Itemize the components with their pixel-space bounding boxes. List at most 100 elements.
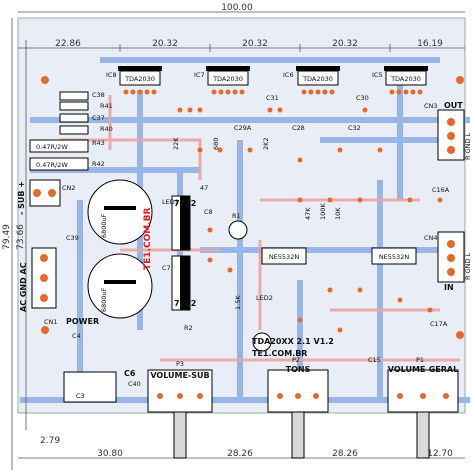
ref-c37: C37: [92, 114, 105, 122]
sub-connector: - SUB + CN2: [17, 179, 76, 215]
value-22k: 22K: [172, 137, 180, 150]
potentiometer-p2: P2 TONS: [267, 356, 329, 459]
reg-7912: 7912: [174, 199, 196, 208]
ref-c31: C31: [266, 94, 279, 102]
big-capacitors: 6800uF 6800uF: [87, 179, 153, 319]
ref-c28: C28: [292, 124, 305, 132]
dimension-lines: [11, 11, 465, 470]
dim-bottom-seg-3: 28.26: [332, 449, 358, 459]
opamps: NE5532N NE5532N: [261, 247, 417, 265]
power-label: POWER: [66, 317, 99, 326]
ref-c15: C15: [368, 356, 381, 364]
dim-left-outer: 79.49: [2, 224, 12, 250]
cn4-ref: CN4: [424, 234, 438, 242]
cn1-ref: CN1: [44, 318, 58, 326]
leds: R1 LED2: [228, 212, 273, 352]
value-47: 47: [200, 184, 208, 192]
cn3-ref: CN3: [424, 102, 438, 110]
opamp-2: NE5532N: [379, 253, 410, 261]
out-connector: OUT R GND L CN3: [424, 101, 472, 161]
dim-top-seg-3: 20.32: [242, 39, 268, 49]
ic-7-name: TDA2030: [212, 75, 243, 83]
cap-1-value: 6800uF: [100, 213, 108, 238]
ic-5: IC5 TDA2030: [372, 66, 428, 95]
ic-6: IC6 TDA2030: [283, 66, 340, 95]
value-100k: 100K: [319, 203, 327, 220]
ref-c7: LED1: [162, 198, 179, 206]
reg-7812: 7812: [174, 299, 196, 308]
potentiometer-p3: P3 VOLUME-SUB: [147, 360, 213, 459]
dim-top-seg-1: 22.86: [55, 39, 81, 49]
ref-c6: C4: [72, 332, 81, 340]
led2-ref: R1: [232, 212, 241, 220]
ref-r1: R2: [184, 324, 193, 332]
dim-bottom-seg-1: 30.80: [97, 449, 123, 459]
reference-labels: C31 C29A C28 C30 C32 C16A C17A C15 R2 C8…: [162, 94, 450, 364]
out-pins: R GND L: [464, 132, 472, 160]
dim-top-total: 100.00: [221, 3, 253, 13]
ic-7: IC7 TDA2030: [194, 66, 250, 95]
ref-c38: C38: [92, 91, 105, 99]
bridge-area: C6 C4 C39 C40 C3: [63, 234, 141, 403]
left-power-resistors: 0.47R/2W 0.47R/2W C38 R41 C37 R40 R43 R4…: [29, 91, 113, 171]
ref-c30: C30: [356, 94, 369, 102]
led1-ref: LED2: [256, 294, 273, 302]
potentiometer-p1: P1 VOLUME-GERAL: [387, 356, 459, 459]
ref-c3: C40: [128, 380, 141, 388]
ic-8-ref: IC8: [106, 71, 117, 79]
component-pads: [177, 107, 443, 333]
cap-2-value: 6800uF: [100, 287, 108, 312]
value-47k: 47K: [304, 207, 312, 220]
p1-ref: P1: [416, 356, 424, 364]
ref-c4: C39: [66, 234, 79, 242]
ref-c29a: C29A: [234, 124, 252, 132]
dim-top-seg-5: 16.19: [417, 39, 443, 49]
in-connector: IN R GND L CN4: [424, 231, 472, 292]
ic-5-name: TDA2030: [390, 75, 421, 83]
opamp-1: NE5532N: [269, 253, 300, 261]
ic-6-name: TDA2030: [302, 75, 333, 83]
p2-name: TONS: [286, 365, 311, 374]
ref-c8: C7: [162, 264, 171, 272]
p2-ref: P2: [292, 356, 300, 364]
bridge-ref: C6: [124, 369, 136, 378]
ic-row: IC8 TDA2030 IC7 TDA2030 IC6 TDA2030 IC5 …: [106, 66, 428, 95]
in-pins: R GND L: [464, 252, 472, 280]
sub-label: - SUB +: [17, 181, 26, 215]
dim-top-seg-4: 20.32: [332, 39, 358, 49]
dim-bottom-seg-4: 12.70: [427, 449, 453, 459]
power-connector: AC GND AC POWER CN1: [19, 247, 99, 326]
ic-6-ref: IC6: [283, 71, 294, 79]
mounting-holes: [41, 76, 464, 339]
ic-5-ref: IC5: [372, 71, 383, 79]
ref-r40: R40: [100, 125, 113, 133]
ref-c16a: C16A: [432, 186, 450, 194]
top-traces: [60, 95, 460, 362]
ic-7-ref: IC7: [194, 71, 205, 79]
p3-name: VOLUME-SUB: [150, 371, 209, 380]
dim-top-seg-2: 20.32: [152, 39, 178, 49]
value-2k2: 2K2: [262, 137, 270, 150]
ic-8-name: TDA2030: [124, 75, 155, 83]
ac-label: AC GND AC: [19, 262, 28, 312]
value-1-5k: 1.5K: [234, 295, 242, 310]
board-heading: TDA20XX 2.1 V1.2: [252, 337, 334, 346]
ref-c5: C3: [76, 392, 85, 400]
dim-bottom-seg-2: 28.26: [227, 449, 253, 459]
ref-r42: R42: [92, 160, 105, 168]
board-site: TE1.COM.BR: [252, 349, 307, 358]
cn2-ref: CN2: [62, 184, 76, 192]
value-labels: 22K 2K2 680 47K 10K 100K 1.5K 47: [172, 137, 342, 310]
ref-r43: R43: [92, 139, 105, 147]
ref-c12: C8: [204, 208, 213, 216]
ref-c32: C32: [348, 124, 361, 132]
p3-ref: P3: [176, 360, 184, 368]
value-680: 680: [212, 138, 220, 150]
ic-8: IC8 TDA2030: [106, 66, 162, 95]
regulators: 7912 7812: [171, 195, 196, 311]
resistor-note-1: 0.47R/2W: [36, 143, 68, 151]
resistor-note-2: 0.47R/2W: [36, 161, 68, 169]
out-label: OUT: [444, 101, 463, 110]
in-label: IN: [444, 283, 454, 292]
